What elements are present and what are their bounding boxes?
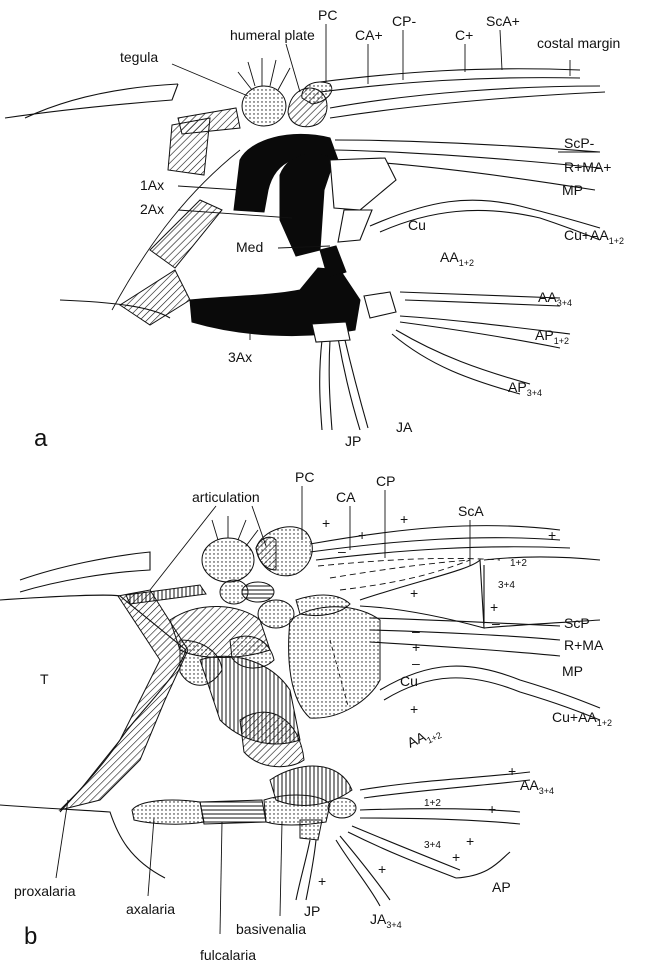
label-b-ScA: ScA <box>458 503 484 519</box>
axalaria-dot-5 <box>220 580 248 604</box>
label-a-RMA: R+MA+ <box>564 159 611 175</box>
proxalaria-shape <box>60 590 188 810</box>
label-a-PC: PC <box>318 7 337 23</box>
plus-sign: + <box>410 585 418 601</box>
label-b-CuAA: Cu+AA1+2 <box>552 709 612 728</box>
label-a-MP: MP <box>562 182 583 198</box>
label-b-frac-12: 1+2 <box>510 558 527 569</box>
minus-sign: – <box>338 543 346 559</box>
label-b-frac-12-low: 1+2 <box>424 798 441 809</box>
label-a-AA12: AA1+2 <box>440 249 474 268</box>
label-b-frac-34-low: 3+4 <box>424 840 441 851</box>
label-a-1Ax: 1Ax <box>140 177 164 193</box>
label-b-PC: PC <box>295 469 314 485</box>
plus-sign: + <box>412 639 420 655</box>
label-b-JP: JP <box>304 903 320 919</box>
median-plate-white <box>330 158 396 210</box>
second-axillary-sclerite <box>280 153 334 256</box>
plus-sign: + <box>410 701 418 717</box>
axalaria-bar <box>132 800 204 824</box>
panel-a-label: a <box>34 425 48 452</box>
label-a-CP: CP- <box>392 13 416 29</box>
plus-sign: + <box>378 861 386 877</box>
label-a-AP34: AP3+4 <box>508 379 542 398</box>
label-b-ScP: ScP <box>564 615 590 631</box>
label-b-CP: CP <box>376 473 395 489</box>
label-a-ScP: ScP- <box>564 135 595 151</box>
panel-b: T <box>0 469 612 963</box>
label-a-2Ax: 2Ax <box>140 201 164 217</box>
plus-sign: + <box>322 515 330 531</box>
plus-sign: + <box>490 599 498 615</box>
label-a-C: C+ <box>455 27 473 43</box>
humeral-plate-upper <box>302 82 332 104</box>
label-a-Cu: Cu <box>408 217 426 233</box>
notum-lobe <box>20 552 150 592</box>
veins-a <box>320 69 605 430</box>
label-b-AP: AP <box>492 879 511 895</box>
label-a-CuAA: Cu+AA1+2 <box>564 227 624 246</box>
humeral-plate-b-hatched <box>256 537 276 570</box>
basivenalia-oval <box>328 798 356 818</box>
label-b-MP: MP <box>562 663 583 679</box>
label-b-JA34: JA3+4 <box>370 911 402 930</box>
plus-sign: + <box>548 527 556 543</box>
plus-sign: + <box>508 763 516 779</box>
label-a-tegula: tegula <box>120 49 158 65</box>
label-b-AA12: AA1+2 <box>405 722 444 754</box>
plus-sign: + <box>488 801 496 817</box>
label-a-3Ax: 3Ax <box>228 349 252 365</box>
label-a-JA: JA <box>396 419 413 435</box>
fulcalaria-bar <box>200 800 266 824</box>
label-a-humeral-plate: humeral plate <box>230 27 315 43</box>
label-a-costal-margin: costal margin <box>537 35 620 51</box>
label-b-fulcalaria: fulcalaria <box>200 947 256 963</box>
label-a-Med: Med <box>236 239 263 255</box>
minus-sign: – <box>412 623 420 639</box>
label-b-AA34: AA3+4 <box>520 777 554 796</box>
label-b-CA: CA <box>336 489 356 505</box>
hatched-sclerite-2 <box>168 118 210 175</box>
minus-sign: – <box>492 615 500 631</box>
plus-sign: + <box>452 849 460 865</box>
label-b-proxalaria: proxalaria <box>14 883 76 899</box>
panel-a: PC CA+ CP- C+ ScA+ costal margin humeral… <box>5 7 624 452</box>
label-b-basivenalia: basivenalia <box>236 921 306 937</box>
plus-sign: + <box>318 873 326 889</box>
label-a-JP: JP <box>345 433 361 449</box>
label-a-AP12: AP1+2 <box>535 327 569 346</box>
tegula-shape <box>242 86 286 126</box>
thorax-outline-top-inner <box>5 84 178 118</box>
label-b-frac-34: 3+4 <box>498 580 515 591</box>
label-a-ScA: ScA+ <box>486 13 520 29</box>
plus-sign: + <box>358 527 366 543</box>
label-b-articulation: articulation <box>192 489 260 505</box>
axalaria-dot-3 <box>258 600 294 628</box>
articulation-hatched <box>126 585 206 604</box>
tegula-b <box>202 538 254 582</box>
label-b-T: T <box>40 671 49 687</box>
basivenal-a <box>364 292 396 318</box>
basivenalia-small <box>300 820 322 840</box>
tegula-setae <box>238 58 290 90</box>
label-a-CA: CA+ <box>355 27 383 43</box>
label-b-Cu: Cu <box>400 673 418 689</box>
median-plate-lower <box>338 210 372 242</box>
label-b-axalaria: axalaria <box>126 901 175 917</box>
plus-sign: + <box>466 833 474 849</box>
plus-sign: + <box>400 511 408 527</box>
minus-sign: – <box>412 655 420 671</box>
basivenal-b <box>312 322 350 342</box>
panel-b-label: b <box>24 923 37 950</box>
label-b-RMA: R+MA <box>564 637 604 653</box>
median-plate-b <box>289 607 380 718</box>
